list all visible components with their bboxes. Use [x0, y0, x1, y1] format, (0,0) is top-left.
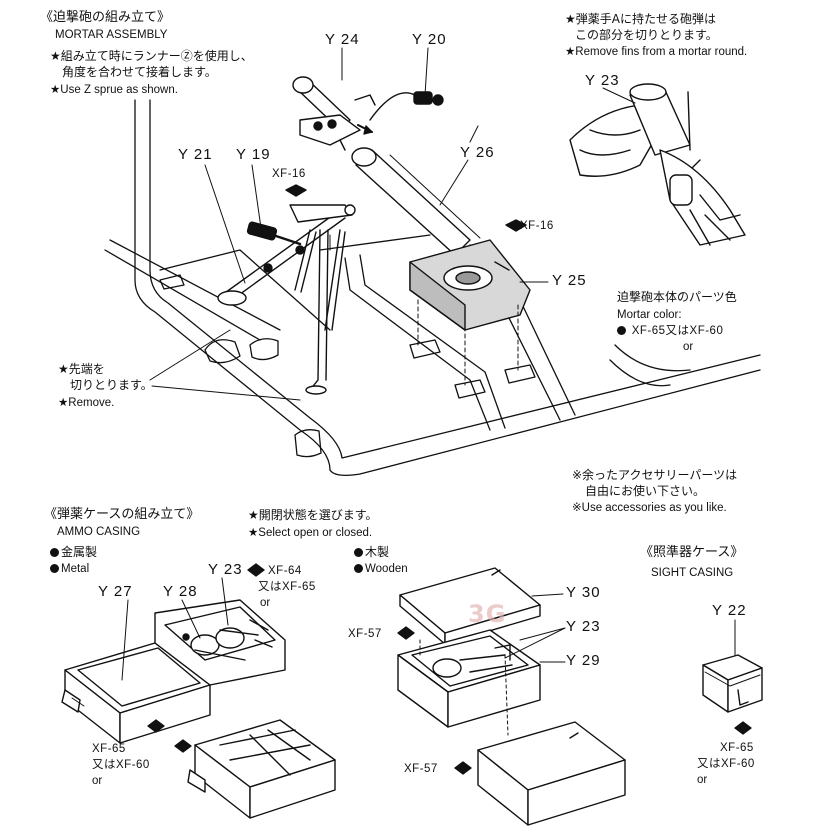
paint-label-xf16-a: XF-16 — [272, 168, 306, 180]
paint-label-xf65-metal-alt: 又はXF-60 — [92, 759, 150, 771]
wooden-case-open-y29 — [397, 629, 541, 728]
accessories-note-jp-1: ※余ったアクセサリーパーツは — [572, 468, 738, 482]
metal-label-en: Metal — [50, 562, 89, 576]
ammo-select-en: ★Select open or closed. — [248, 527, 373, 539]
paint-label-xf65-sight-or: or — [697, 774, 708, 786]
mortar-color-code-text: XF-65又はXF-60 — [631, 325, 724, 337]
mortar-color-or: or — [683, 341, 694, 353]
part-label-y30: Y 30 — [566, 584, 601, 601]
paint-label-xf16-b: XF-16 — [520, 220, 554, 232]
part-label-y27: Y 27 — [98, 583, 133, 600]
ammo-title-jp: 《弾薬ケースの組み立て》 — [44, 507, 200, 522]
accessories-note-jp-2: 自由にお使い下さい。 — [585, 484, 706, 498]
accessories-note-en: ※Use accessories as you like. — [572, 502, 727, 514]
paint-marker-xf16 — [285, 184, 527, 232]
sight-title-en: SIGHT CASING — [651, 567, 734, 579]
metal-label-jp-text: 金属製 — [61, 545, 98, 559]
metal-label-en-text: Metal — [61, 563, 90, 575]
wooden-label-en: Wooden — [354, 562, 408, 576]
runner-frame — [104, 99, 761, 476]
wooden-label-en-text: Wooden — [365, 563, 408, 575]
part-label-y25: Y 25 — [552, 272, 587, 289]
paint-label-xf65-metal-or: or — [92, 775, 103, 787]
metal-case-open — [61, 599, 286, 744]
part-label-y23-metal: Y 23 — [208, 561, 243, 578]
loader-note-jp-1: ★弾薬手Aに持たせる砲弾は — [565, 12, 716, 26]
bullet-icon — [354, 548, 363, 557]
remove-note-jp-2: 切りとります。 — [70, 378, 153, 392]
loader-note-en: ★Remove fins from a mortar round. — [565, 46, 748, 58]
mortar-color-jp: 迫撃砲本体のパーツ色 — [617, 290, 737, 304]
part-label-y19: Y 19 — [236, 146, 271, 163]
screw-y19 — [246, 221, 302, 246]
sight-title-jp: 《照準器ケース》 — [640, 545, 744, 560]
part-label-y20: Y 20 — [412, 31, 447, 48]
mortar-color-en: Mortar color: — [617, 309, 682, 321]
mortar-note-jp-1: ★組み立て時にランナーⓏを使用し、 — [50, 49, 253, 63]
metal-case-closed — [187, 719, 336, 819]
sight-y24 — [292, 76, 376, 151]
remove-note-en: ★Remove. — [58, 397, 115, 409]
paint-swatch-icon — [617, 326, 626, 335]
part-label-y22: Y 22 — [712, 602, 747, 619]
wooden-label-jp: 木製 — [354, 545, 389, 559]
knob-y20 — [357, 91, 444, 135]
leader-lines — [121, 47, 736, 736]
part-label-y21: Y 21 — [178, 146, 213, 163]
paint-label-xf65-sight-alt: 又はXF-60 — [697, 758, 755, 770]
paint-label-xf57-a: XF-57 — [348, 628, 382, 640]
part-label-y23-top: Y 23 — [585, 72, 620, 89]
mortar-color-code: XF-65又はXF-60 — [617, 324, 723, 338]
ammo-select-jp: ★開閉状態を選びます。 — [248, 508, 378, 522]
paint-label-xf65-metal: XF-65 — [92, 743, 126, 755]
bullet-icon — [354, 564, 363, 573]
mortar-note-en: ★Use Z sprue as shown. — [50, 84, 178, 96]
part-label-y24: Y 24 — [325, 31, 360, 48]
paint-label-xf64-or: or — [260, 597, 271, 609]
bipod-y21 — [217, 204, 356, 395]
part-label-y29: Y 29 — [566, 652, 601, 669]
sight-casing-y22 — [702, 654, 763, 713]
loader-note-jp-2: この部分を切りとります。 — [575, 28, 718, 42]
mortar-title-en: MORTAR ASSEMBLY — [55, 29, 168, 41]
wooden-case-lid-y30 — [399, 567, 541, 645]
baseplate-y25 — [409, 239, 531, 331]
part-label-y28: Y 28 — [163, 583, 198, 600]
paint-markers-ammo — [147, 563, 752, 775]
wooden-case-closed — [477, 721, 626, 826]
paint-label-xf65-sight: XF-65 — [720, 742, 754, 754]
ammo-title-en: AMMO CASING — [57, 526, 141, 538]
bullet-icon — [50, 564, 59, 573]
remove-note-jp-1: ★先端を — [58, 362, 105, 376]
wooden-label-jp-text: 木製 — [365, 545, 390, 559]
paint-label-xf64: XF-64 — [268, 565, 302, 577]
watermark: 3G — [468, 600, 507, 628]
paint-label-xf64-alt: 又はXF-65 — [258, 581, 316, 593]
paint-label-xf57-b: XF-57 — [404, 763, 438, 775]
bullet-icon — [50, 548, 59, 557]
mortar-note-jp-2: 角度を合わせて接着します。 — [62, 65, 217, 79]
part-label-y26: Y 26 — [460, 144, 495, 161]
loader-arm-figure — [569, 83, 746, 246]
mortar-title-jp: 《迫撃砲の組み立て》 — [40, 10, 171, 25]
part-label-y23-wood: Y 23 — [566, 618, 601, 635]
metal-label-jp: 金属製 — [50, 545, 97, 559]
